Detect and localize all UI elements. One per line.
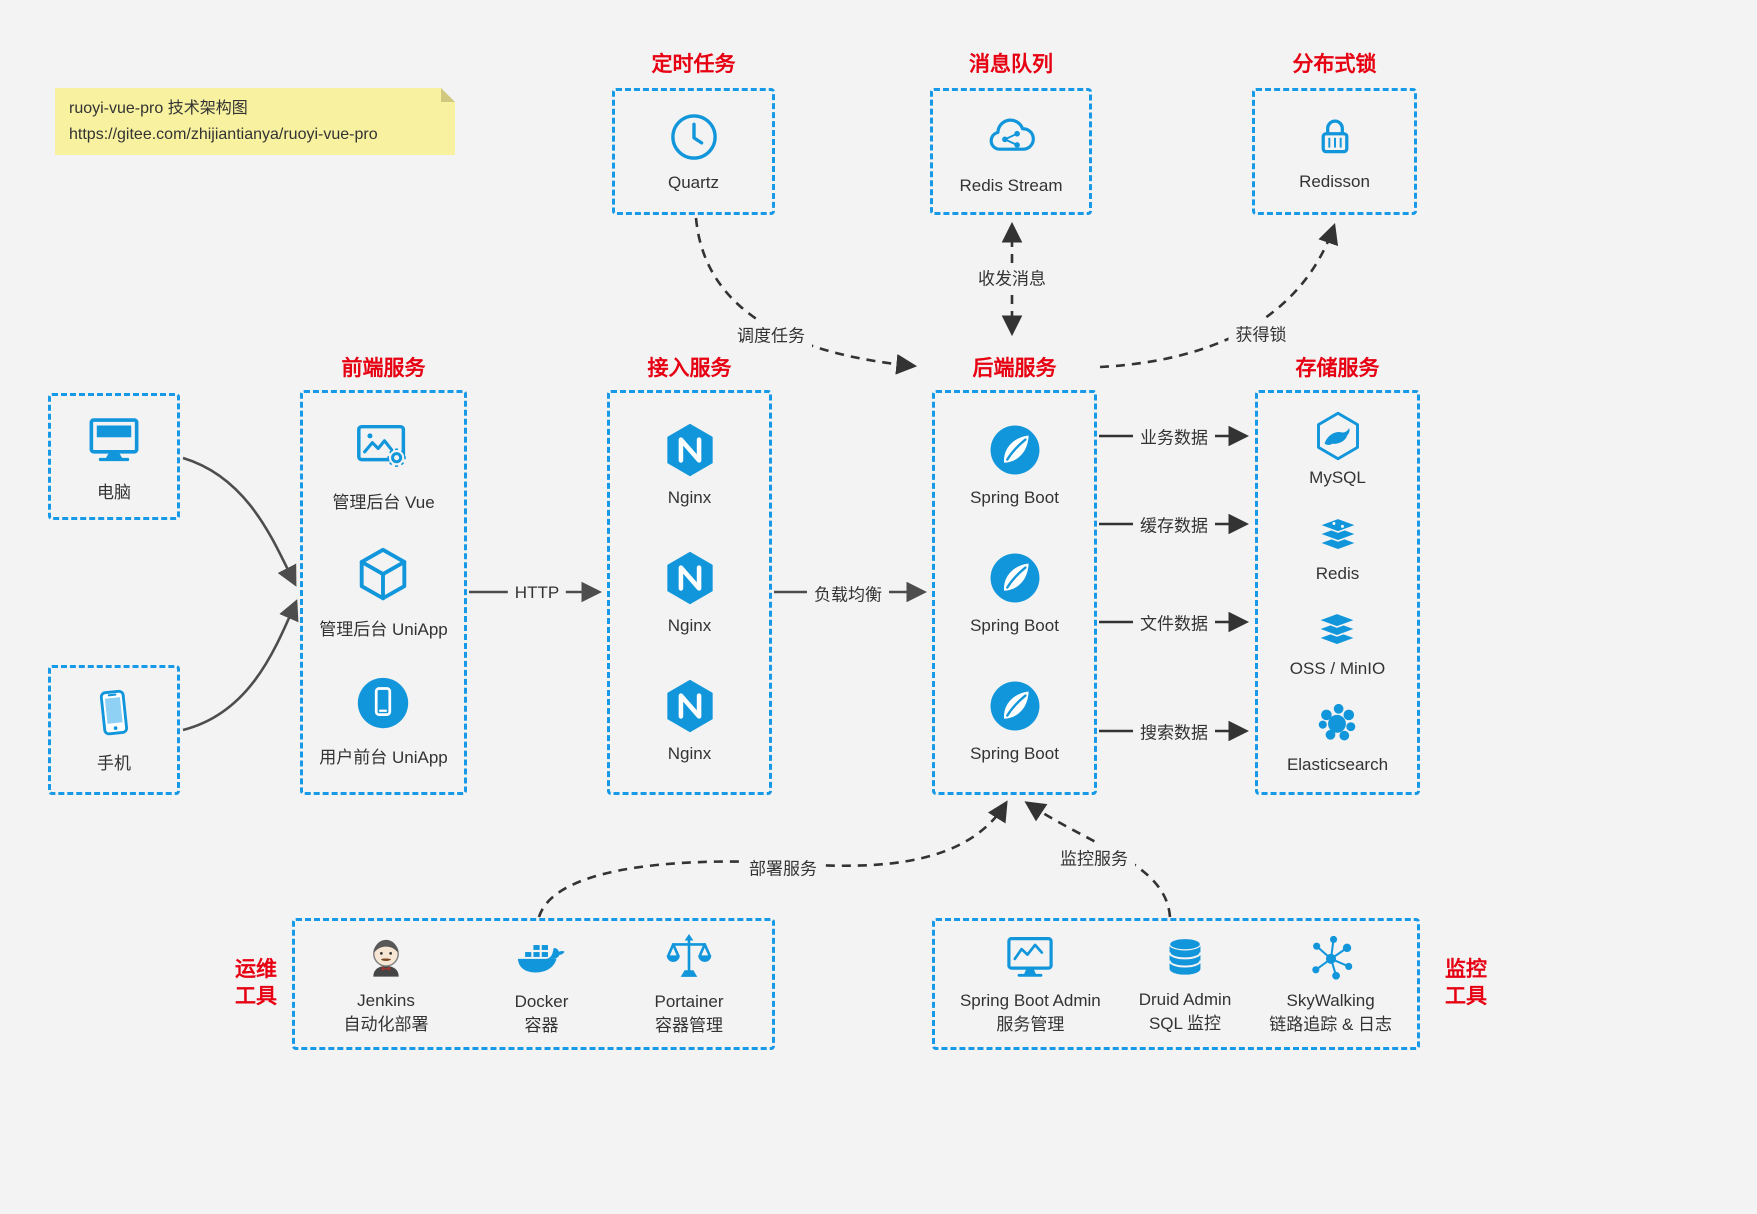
storage-item-redis: Redis xyxy=(1312,506,1364,584)
label-message: 收发消息 xyxy=(971,263,1053,291)
computer-icon xyxy=(89,417,139,461)
mysql-icon xyxy=(1316,411,1359,461)
backend-item-spring-1: Spring Boot xyxy=(970,421,1059,508)
redisson-box: Redisson xyxy=(1252,88,1417,215)
phone-node: 手机 xyxy=(87,686,141,774)
ops-tools-box: Jenkins 自动化部署 Docker 容器 xyxy=(292,918,775,1050)
title-ops-tools: 运维 工具 xyxy=(235,958,277,1009)
edge-phone-to-frontend xyxy=(182,599,299,732)
redisson-node: Redisson xyxy=(1299,111,1370,192)
access-box: Nginx Nginx Nginx xyxy=(607,390,772,795)
spring-boot-icon xyxy=(990,425,1039,475)
access-item-nginx-2: Nginx xyxy=(661,549,719,636)
redis-icon xyxy=(1316,516,1359,551)
pc-label: 电脑 xyxy=(97,482,131,502)
title-frontend-services: 前端服务 xyxy=(341,357,426,380)
spring-boot-icon xyxy=(990,553,1039,603)
edge-acquire-lock xyxy=(1099,223,1339,369)
title-monitor-tools: 监控 工具 xyxy=(1445,958,1487,1009)
frontend-item-vue-admin: 管理后台 Vue xyxy=(332,417,435,513)
nginx-icon xyxy=(666,679,713,732)
redisson-label: Redisson xyxy=(1299,172,1370,191)
label-monitor: 监控服务 xyxy=(1053,843,1135,871)
label-acquire-lock: 获得锁 xyxy=(1228,319,1294,347)
nginx-icon xyxy=(666,551,713,605)
storage-item-elasticsearch: Elasticsearch xyxy=(1287,697,1388,775)
uniapp-cube-icon xyxy=(360,548,407,601)
label-cache-data: 缓存数据 xyxy=(1133,510,1215,538)
title-backend-services: 后端服务 xyxy=(972,357,1057,380)
backend-box: Spring Boot Spring Boot Spring Boot xyxy=(932,390,1097,795)
label-schedule: 调度任务 xyxy=(730,320,812,348)
redis-stream-cloud-icon xyxy=(989,118,1035,151)
label-http: HTTP xyxy=(507,582,567,604)
monitor-item-druid: Druid Admin SQL 监控 xyxy=(1139,932,1231,1036)
uniapp-user-phone-icon xyxy=(358,677,409,729)
label-business-data: 业务数据 xyxy=(1133,422,1215,450)
ops-item-jenkins: Jenkins 自动化部署 xyxy=(344,931,429,1037)
oss-minio-icon xyxy=(1316,612,1359,647)
quartz-label: Quartz xyxy=(667,173,720,192)
monitor-item-skywalking: SkyWalking 链路追踪 & 日志 xyxy=(1269,931,1392,1037)
title-scheduled-tasks: 定时任务 xyxy=(651,53,736,76)
note-url: https://gitee.com/zhijiantianya/ruoyi-vu… xyxy=(69,125,378,143)
quartz-box: Quartz xyxy=(612,88,775,215)
spring-boot-admin-icon xyxy=(1007,937,1054,977)
label-file-data: 文件数据 xyxy=(1133,608,1215,636)
skywalking-graph-icon xyxy=(1311,935,1352,980)
quartz-clock-icon xyxy=(670,114,717,160)
sticky-note: ruoyi-vue-pro 技术架构图 https://gitee.com/zh… xyxy=(55,88,455,156)
backend-item-spring-2: Spring Boot xyxy=(970,549,1059,636)
monitor-item-sba: Spring Boot Admin 服务管理 xyxy=(960,931,1101,1037)
monitor-tools-box: Spring Boot Admin 服务管理 Druid Admin SQL 监… xyxy=(932,918,1420,1050)
title-access-services: 接入服务 xyxy=(647,357,732,380)
druid-database-icon xyxy=(1168,937,1202,975)
storage-item-oss-minio: OSS / MinIO xyxy=(1290,601,1385,679)
title-storage-services: 存储服务 xyxy=(1295,357,1380,380)
elasticsearch-icon xyxy=(1319,704,1356,741)
access-item-nginx-3: Nginx xyxy=(661,677,719,764)
portainer-scale-icon xyxy=(666,934,712,977)
storage-item-mysql: MySQL xyxy=(1309,410,1366,488)
nginx-icon xyxy=(666,424,713,477)
title-message-queue: 消息队列 xyxy=(969,53,1053,76)
ops-item-docker: Docker 容器 xyxy=(514,930,570,1038)
frontend-box: 管理后台 Vue 管理后台 UniApp 用户前台 UniApp xyxy=(300,390,467,795)
label-load-balance: 负载均衡 xyxy=(807,579,889,607)
phone-label: 手机 xyxy=(97,754,131,773)
note-title: ruoyi-vue-pro 技术架构图 xyxy=(69,100,248,117)
frontend-item-uniapp-user: 用户前台 UniApp xyxy=(319,672,448,768)
jenkins-icon xyxy=(373,939,399,977)
phone-icon xyxy=(99,689,129,736)
frontend-item-uniapp-admin: 管理后台 UniApp xyxy=(319,544,448,640)
redisson-lock-icon xyxy=(1321,119,1348,154)
ops-item-portainer: Portainer 容器管理 xyxy=(655,930,723,1038)
pc-box: 电脑 xyxy=(48,393,180,520)
title-distributed-lock: 分布式锁 xyxy=(1292,53,1377,76)
edge-pc-to-frontend xyxy=(182,456,297,587)
redis-stream-label: Redis Stream xyxy=(959,176,1063,195)
redis-stream-box: Redis Stream xyxy=(930,88,1092,215)
label-search-data: 搜索数据 xyxy=(1133,717,1215,745)
redis-stream-node: Redis Stream xyxy=(959,107,1063,196)
phone-box: 手机 xyxy=(48,665,180,795)
pc-node: 电脑 xyxy=(85,411,143,503)
quartz-node: Quartz xyxy=(667,110,721,193)
backend-item-spring-3: Spring Boot xyxy=(970,677,1059,764)
docker-whale-icon xyxy=(517,943,565,973)
storage-box: MySQL Redis OSS / MinIO xyxy=(1255,390,1420,795)
access-item-nginx-1: Nginx xyxy=(661,421,719,508)
spring-boot-icon xyxy=(990,681,1039,731)
label-deploy: 部署服务 xyxy=(742,853,824,881)
vue-admin-screen-icon xyxy=(356,424,406,467)
